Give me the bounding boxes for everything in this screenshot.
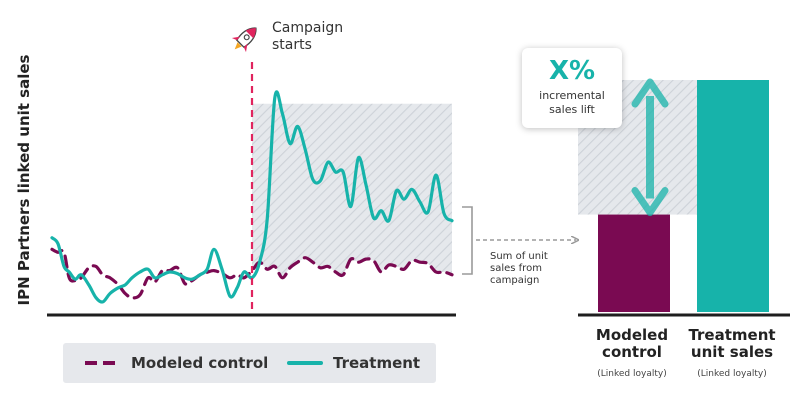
sum-annotation-line-1: Sum of unit — [490, 251, 548, 262]
lift-arrow-head-up — [631, 78, 669, 108]
callout-value: X% — [548, 56, 596, 86]
bar-label-treatment-line-1: Treatment — [688, 326, 776, 344]
lift-double-arrow — [631, 78, 669, 217]
legend-item-treatment: Treatment — [287, 353, 420, 373]
callout-text: incremental sales lift — [539, 89, 605, 116]
sum-annotation-line-2: sales from — [490, 263, 542, 274]
legend-swatch-control — [85, 361, 121, 365]
bar-label-control-line-1: Modeled — [595, 326, 669, 344]
lift-arrow-head-down — [631, 187, 669, 217]
bar-label-control-line-2: control — [602, 343, 662, 361]
campaign-label-line-1: Campaign — [272, 20, 344, 36]
campaign-label-line-2: starts — [272, 37, 312, 53]
campaign-label: Campaign starts — [272, 20, 343, 54]
bar-label-control: Modeled control — [572, 327, 692, 361]
lift-callout: X% incremental sales lift — [522, 48, 622, 128]
lift-bracket — [462, 206, 473, 275]
modeled-control-line — [50, 247, 454, 300]
bar-sub-treatment: (Linked loyalty) — [697, 369, 767, 379]
legend: Modeled control Treatment — [63, 343, 436, 383]
bar-sub-control: (Linked loyalty) — [597, 369, 667, 379]
bar-label-treatment: Treatment unit sales — [672, 327, 792, 361]
sum-annotation: Sum of unit sales from campaign — [490, 251, 570, 287]
legend-swatch-treatment — [287, 361, 323, 365]
modeled-control-bar — [598, 214, 670, 312]
bar-label-treatment-line-2: unit sales — [690, 343, 774, 361]
legend-item-control: Modeled control — [85, 353, 268, 373]
y-axis-label: IPN Partners linked unit sales — [15, 54, 33, 305]
legend-label-treatment: Treatment — [333, 354, 421, 372]
incremental-lift-area — [252, 103, 452, 278]
treatment-line — [50, 90, 454, 304]
treatment-bar — [697, 80, 769, 312]
legend-label-control: Modeled control — [131, 354, 269, 372]
sum-annotation-line-3: campaign — [490, 275, 540, 286]
rocket-icon — [231, 27, 257, 53]
